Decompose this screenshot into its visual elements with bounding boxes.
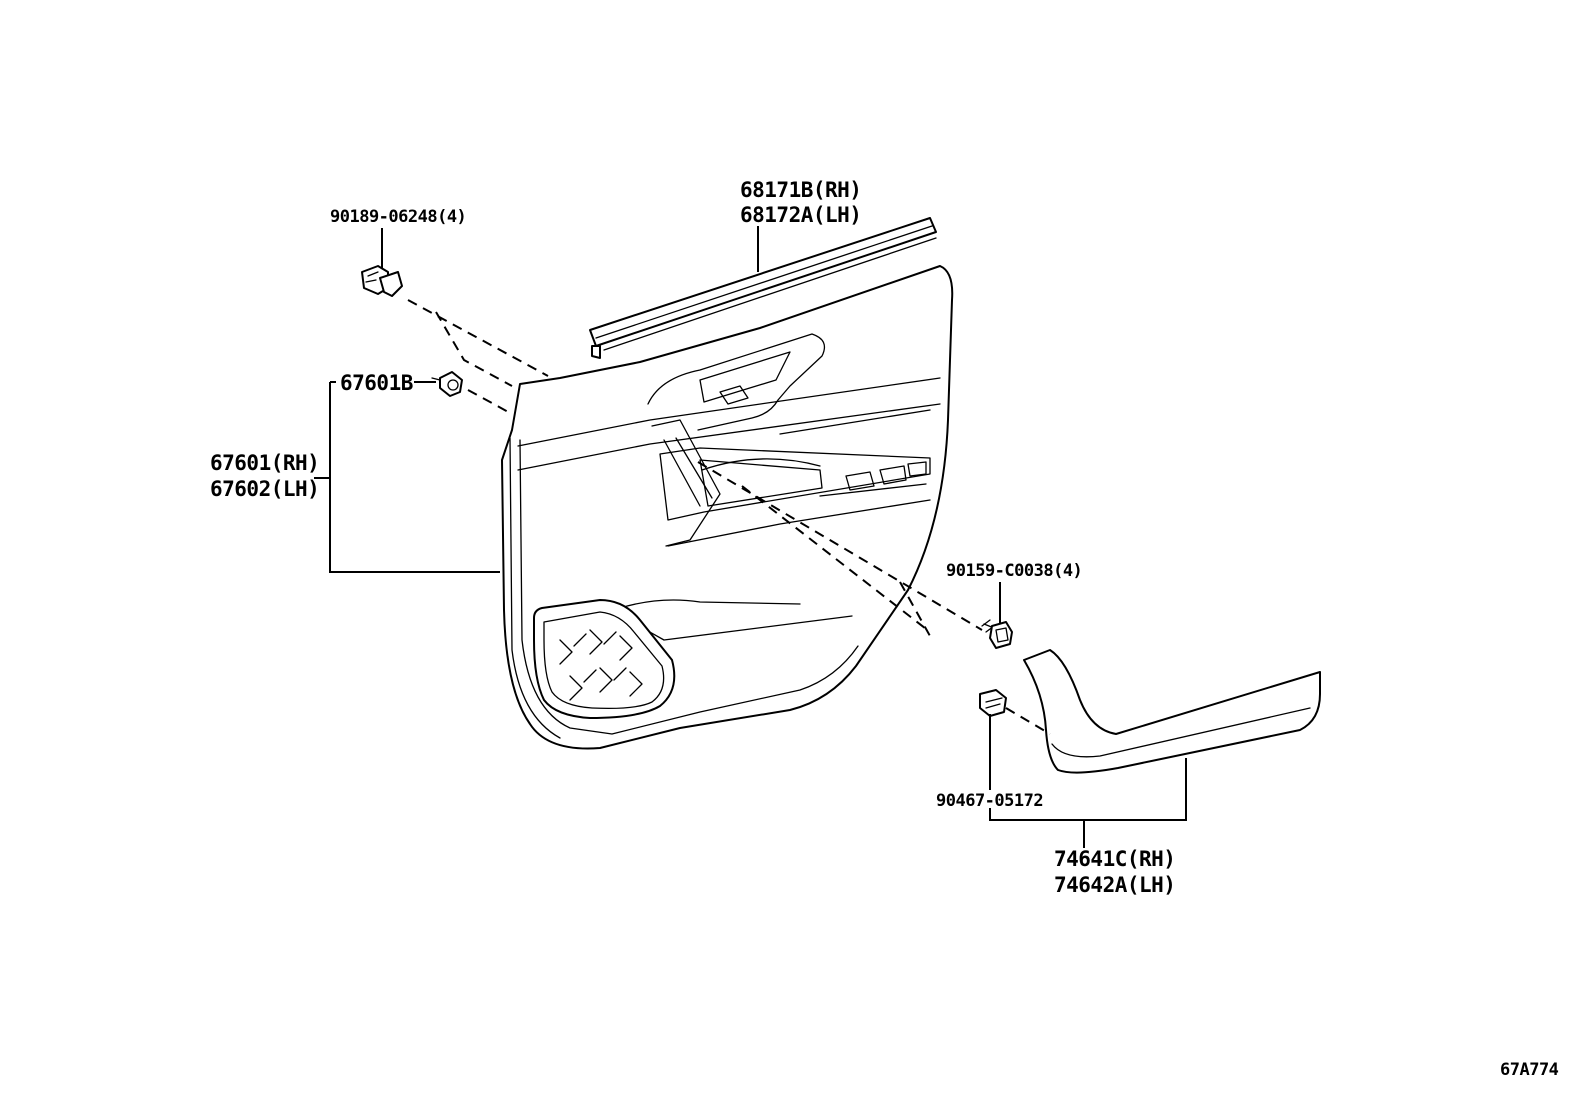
door-lower-garnish — [1023, 649, 1321, 774]
label-weatherstrip-rh: 68171B(RH) — [740, 178, 861, 202]
clip-lower-icon — [979, 689, 1007, 717]
label-screw: 90159-C0038(4) — [946, 561, 1082, 581]
screw-icon — [981, 619, 1013, 649]
leader-lines — [314, 226, 1187, 848]
label-clip-lower: 90467-05172 — [936, 791, 1043, 811]
label-board-rh: 67601(RH) — [210, 451, 319, 475]
door-trim-board — [501, 265, 954, 750]
label-weatherstrip-lh: 68172A(LH) — [740, 203, 861, 227]
part-labels: 90189-06248(4) 68171B(RH) 68172A(LH) 676… — [210, 178, 1559, 1080]
label-garnish-rh: 74641C(RH) — [1054, 847, 1175, 871]
assembly-dashed-lines — [407, 299, 1051, 735]
label-board-lh: 67602(LH) — [210, 477, 319, 501]
label-clip-67601b: 67601B — [340, 371, 413, 395]
label-clip-upper: 90189-06248(4) — [330, 207, 466, 227]
figure-code: 67A774 — [1500, 1060, 1559, 1080]
clip-67601b-icon — [431, 371, 463, 397]
label-garnish-lh: 74642A(LH) — [1054, 873, 1175, 897]
clip-upper-icon — [361, 265, 403, 297]
door-belt-weatherstrip — [589, 217, 937, 359]
